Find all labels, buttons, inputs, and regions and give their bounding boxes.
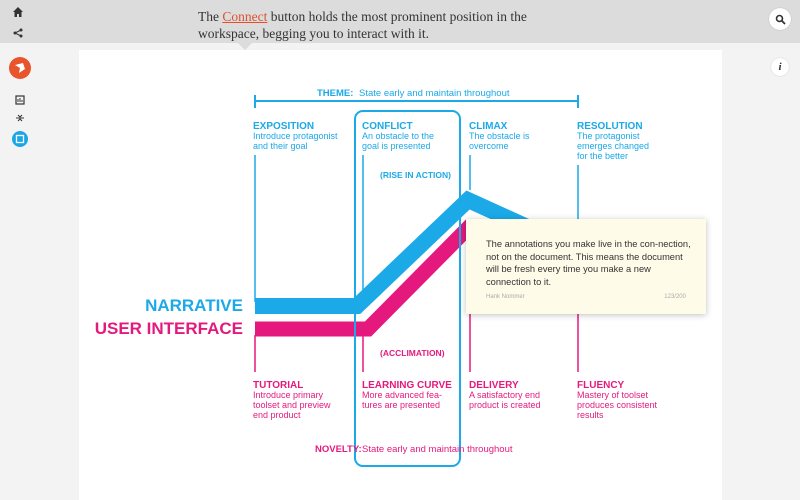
- theme-text: State early and maintain throughout: [359, 88, 510, 99]
- stage-title: DELIVERY: [469, 380, 519, 391]
- caption-pointer: [238, 43, 252, 50]
- stage-line: end product: [253, 410, 301, 420]
- theme-label: THEME:: [317, 88, 353, 99]
- stage-line: A satisfactory end: [469, 390, 540, 400]
- stage-line: overcome: [469, 141, 509, 151]
- stage-line: toolset and preview: [253, 400, 331, 410]
- stage-line: goal is presented: [362, 141, 431, 151]
- chart-icon[interactable]: [12, 92, 28, 108]
- search-icon[interactable]: [769, 8, 791, 30]
- stage-line: An obstacle to the: [362, 131, 434, 141]
- stage-title: TUTORIAL: [253, 380, 303, 391]
- stage-line: Introduce primary: [253, 390, 324, 400]
- left-toolbar: [0, 43, 38, 500]
- stage-title: CONFLICT: [362, 121, 413, 132]
- stage-line: tures are presented: [362, 400, 440, 410]
- tooltip-caption: The Connect button holds the most promin…: [198, 8, 578, 42]
- annotation-text: The annotations you make live in the con…: [486, 239, 691, 287]
- stage-line: Introduce protagonist: [253, 131, 338, 141]
- info-icon[interactable]: i: [771, 58, 789, 76]
- novelty-text: State early and maintain throughout: [362, 444, 513, 455]
- stage-line: for the better: [577, 151, 628, 161]
- conflict-highlight-box: [354, 110, 461, 467]
- stage-line: More advanced fea-: [362, 390, 442, 400]
- interface-label: USER INTERFACE: [95, 319, 243, 338]
- stage-line: produces consistent: [577, 400, 658, 410]
- novelty-label: NOVELTY:: [315, 444, 362, 455]
- stage-line: The obstacle is: [469, 131, 530, 141]
- stage-title: LEARNING CURVE: [362, 380, 452, 391]
- stage-line: Mastery of toolset: [577, 390, 649, 400]
- stage-line: The protagonist: [577, 131, 640, 141]
- caption-after: button holds the most prominent position…: [198, 9, 527, 41]
- collapse-icon[interactable]: [12, 110, 28, 126]
- narrative-label: NARRATIVE: [145, 296, 243, 315]
- annotation-note[interactable]: The annotations you make live in the con…: [466, 219, 706, 314]
- acclimation-label: (ACCLIMATION): [380, 348, 445, 358]
- page-icon[interactable]: [12, 131, 28, 147]
- share-icon[interactable]: [10, 25, 26, 41]
- rise-label: (RISE IN ACTION): [380, 170, 451, 180]
- stage-line: and their goal: [253, 141, 308, 151]
- stage-title: FLUENCY: [577, 380, 625, 391]
- stage-title: RESOLUTION: [577, 121, 643, 132]
- caption-highlight: Connect: [222, 9, 268, 24]
- stage-line: emerges changed: [577, 141, 649, 151]
- stage-line: results: [577, 410, 604, 420]
- stage-title: EXPOSITION: [253, 121, 314, 132]
- stage-title: CLIMAX: [469, 121, 508, 132]
- caption-before: The: [198, 9, 223, 24]
- top-stages: EXPOSITION Introduce protagonist and the…: [253, 121, 649, 161]
- stage-line: product is created: [469, 400, 541, 410]
- top-bar: The Connect button holds the most promin…: [0, 0, 800, 43]
- app-logo-icon[interactable]: [9, 57, 31, 79]
- annotation-author: Hank Nommer: [486, 294, 525, 300]
- annotation-char-count: 123/200: [664, 294, 686, 300]
- bottom-stages: TUTORIAL Introduce primary toolset and p…: [253, 380, 658, 420]
- home-icon[interactable]: [10, 4, 26, 20]
